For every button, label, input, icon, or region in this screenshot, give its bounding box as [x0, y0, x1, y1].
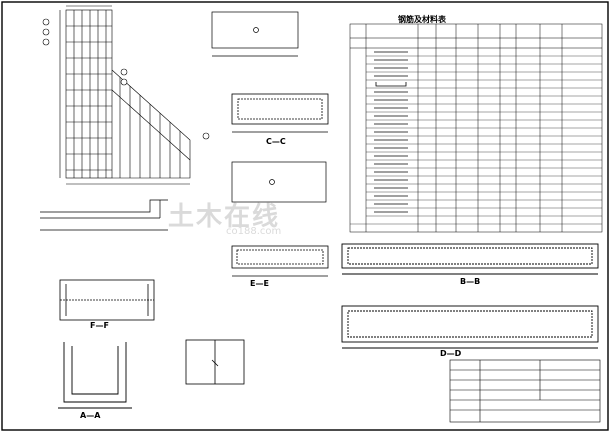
- watermark-sub: co188.com: [226, 226, 282, 237]
- section-ff-label: F—F: [90, 321, 109, 330]
- section-ff: [59, 279, 155, 321]
- section-dd-label: D—D: [440, 349, 462, 358]
- section-aa: [58, 342, 132, 409]
- section-bb-label: B—B: [460, 277, 481, 286]
- section-dd: [341, 305, 599, 349]
- section-ee: [231, 245, 329, 277]
- detail-bottom: [185, 339, 245, 385]
- section-cc-label: C—C: [266, 137, 286, 146]
- material-table: [349, 23, 603, 233]
- section-ee-label: E—E: [250, 279, 269, 288]
- plan-top: [211, 11, 299, 57]
- section-aa-label: A—A: [80, 411, 101, 420]
- title-block: [449, 359, 601, 423]
- watermark: 土木在线: [168, 202, 281, 232]
- plan-mid: [231, 161, 327, 203]
- detail-left: [40, 199, 168, 231]
- section-cc: [231, 93, 329, 133]
- material-table-title: 钢筋及材料表: [398, 15, 446, 24]
- section-bb: [341, 243, 599, 275]
- elevation-wall: [59, 5, 191, 185]
